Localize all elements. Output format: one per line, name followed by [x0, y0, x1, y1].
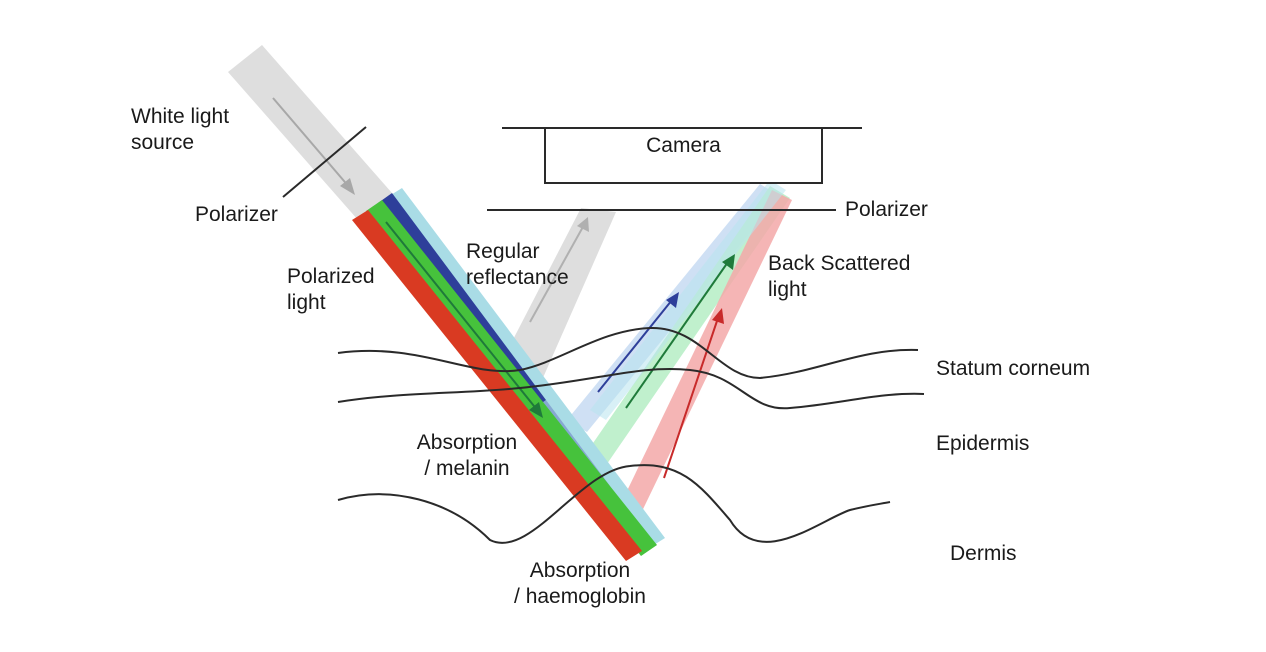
- regular-reflectance-label: Regular reflectance: [466, 239, 569, 291]
- absorption-melanin-line2: / melanin: [424, 457, 510, 480]
- white-light-beam: [228, 45, 392, 220]
- white-light-source-label: White light source: [131, 104, 229, 156]
- absorption-haemoglobin-line2: / haemoglobin: [514, 585, 646, 608]
- regular-reflectance-beam: [505, 208, 616, 380]
- back-scattered-light-line2: light: [768, 278, 807, 301]
- white-light-arrow-head: [340, 178, 355, 195]
- regular-reflectance-arrow-head: [577, 217, 589, 232]
- regular-reflectance-arrow: [529, 224, 585, 323]
- absorption-melanin-label: Absorption / melanin: [405, 430, 529, 482]
- back-blue-arrow: [597, 299, 673, 393]
- absorption-haemoglobin-line1: Absorption: [529, 559, 631, 582]
- back-scattered-green-beam: [580, 186, 790, 474]
- stratum-corneum-label: Statum corneum: [936, 357, 1091, 380]
- back-red-arrow: [663, 317, 719, 479]
- epidermis-boundary: [337, 368, 925, 410]
- incident-green-arrow-head: [529, 402, 543, 418]
- absorption-melanin-line1: Absorption: [416, 431, 518, 454]
- dermis-boundary: [337, 464, 891, 544]
- back-green-arrow-head: [722, 254, 735, 270]
- epidermis-label: Epidermis: [936, 432, 1030, 455]
- polarized-light-line1: Polarized: [287, 265, 375, 288]
- back-blue-arrow-head: [666, 292, 679, 308]
- back-red-arrow-head: [712, 308, 724, 324]
- incident-red-beam: [352, 210, 642, 561]
- back-green-arrow: [625, 261, 729, 409]
- regular-reflectance-line1: Regular: [466, 240, 540, 263]
- camera-polarizer-label: Polarizer: [845, 198, 928, 221]
- back-scattered-red-beam: [612, 190, 792, 532]
- polarized-light-line2: light: [287, 291, 326, 314]
- camera-box: [544, 127, 823, 184]
- incident-green-arrow: [385, 221, 539, 412]
- white-light-source-line2: source: [131, 131, 195, 154]
- dermis-label: Dermis: [950, 542, 1017, 565]
- back-scattered-light-line1: Back Scattered: [768, 252, 911, 275]
- regular-reflectance-line2: reflectance: [466, 266, 569, 289]
- stratum-corneum-boundary: [337, 326, 919, 380]
- absorption-haemoglobin-label: Absorption / haemoglobin: [500, 558, 660, 610]
- polarized-light-label: Polarized light: [287, 264, 375, 316]
- source-polarizer-line: [282, 126, 367, 198]
- back-scattered-lightblue-beam: [590, 180, 786, 420]
- camera-label: Camera: [646, 134, 721, 157]
- back-scattered-light-label: Back Scattered light: [768, 251, 910, 303]
- white-light-arrow: [272, 97, 351, 189]
- source-polarizer-label: Polarizer: [195, 203, 278, 226]
- white-light-source-line1: White light: [131, 105, 230, 128]
